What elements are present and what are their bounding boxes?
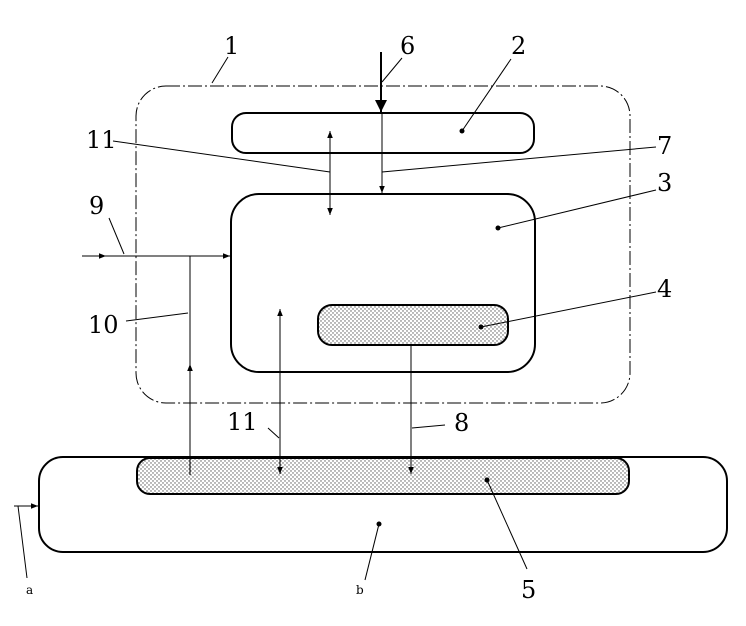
component-2 [231,112,535,154]
leader-10 [125,312,189,322]
label-2: 2 [511,32,526,60]
leader-3 [497,189,657,229]
leader-1 [211,56,229,84]
reference-dots [376,128,501,527]
leader-7 [381,146,657,173]
component-3 [230,193,536,373]
leader-8 [411,424,446,429]
label-b: b [356,583,364,597]
leader-b [364,523,380,581]
enclosure-1 [135,85,631,404]
leader-2 [461,58,512,132]
label-11-bottom: 11 [227,408,258,436]
leader-9 [108,217,125,255]
leader-6 [381,57,403,83]
label-11-top: 11 [86,126,117,154]
component-5 [136,457,630,495]
leader-11-top [112,140,331,173]
component-4 [317,304,509,346]
leader-lines [17,56,657,581]
label-7: 7 [657,132,672,160]
label-3: 3 [657,169,672,197]
label-8: 8 [454,409,469,437]
dot-3 [495,225,501,231]
leader-11-bottom [267,427,280,439]
label-5: 5 [521,576,536,604]
label-1: 1 [224,32,239,60]
leader-5 [486,479,528,570]
label-10: 10 [88,311,119,339]
label-6: 6 [400,32,415,60]
dot-4 [478,324,484,330]
dot-5 [484,477,490,483]
dot-b [376,521,382,527]
leader-4 [480,291,657,328]
label-9: 9 [89,192,104,220]
dot-2 [459,128,465,134]
label-a: a [26,583,33,597]
leader-a [17,505,28,579]
label-4: 4 [657,275,672,303]
